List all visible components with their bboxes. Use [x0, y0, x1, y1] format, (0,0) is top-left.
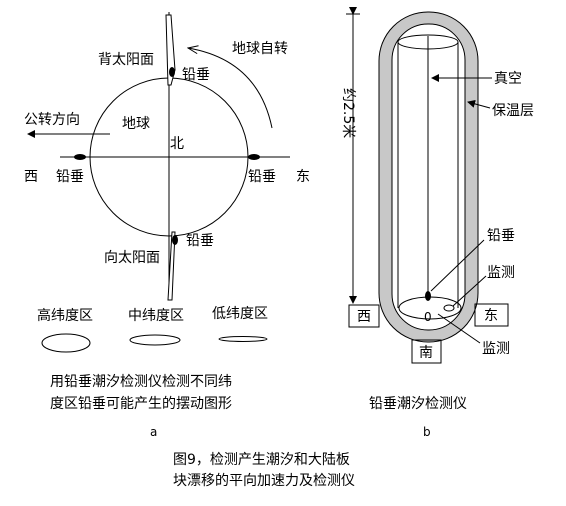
panel-a-caption-line2: 度区铅垂可能产生的摆动图形: [50, 396, 232, 412]
monitor-label-2: 监测: [482, 341, 510, 357]
panel-a-letter: a: [150, 425, 157, 439]
north-label: 北: [170, 136, 184, 152]
plumb-left-label: 铅垂: [56, 169, 84, 185]
earth-rotation-arrow: [188, 48, 273, 129]
vacuum-label: 真空: [494, 71, 522, 87]
panel-b-caption: 铅垂潮汐检测仪: [369, 396, 467, 412]
zone-mid-label: 中纬度区: [128, 308, 184, 324]
panel-a: 背太阳面 铅垂 地球自转 公转方向 地球 北 西 铅垂 铅垂 东 铅垂 向太阳面…: [24, 12, 310, 439]
plumb-top-label: 铅垂: [182, 67, 210, 83]
panel-b-letter: b: [423, 425, 431, 439]
plumb-bottom-label: 铅垂: [186, 233, 214, 249]
zone-low-label: 低纬度区: [212, 306, 268, 322]
monitor-leader-2: [437, 313, 481, 344]
west-box: [348, 304, 380, 328]
figure-caption-line1: 图9，检测产生潮汐和大陆板: [173, 452, 350, 468]
plumb-right-label: 铅垂: [248, 169, 276, 185]
west-label-b: 西: [357, 309, 371, 325]
zone-high-ellipse: [41, 333, 91, 353]
figure-caption-line2: 块漂移的平向加速力及检测仪: [173, 473, 355, 489]
plumb-spindle-bottom: [167, 231, 176, 301]
zone-low-ellipse: [218, 336, 268, 342]
insulation-arrow: [467, 99, 491, 109]
zone-mid-ellipse: [129, 334, 181, 346]
panel-b: 约2.5米 真空 保温层 铅垂 监测 西 东 南 0 监测: [340, 7, 534, 439]
panel-a-caption-line1: 用铅垂潮汐检测仪检测不同纬: [50, 374, 232, 390]
earth-rotation-label: 地球自转: [232, 41, 288, 57]
zone-high-label: 高纬度区: [37, 307, 93, 324]
insulation-label: 保温层: [492, 103, 534, 119]
monitor-leader-1: [452, 275, 487, 307]
plumb-bob-top: [169, 67, 175, 77]
plumb-bob: [425, 291, 431, 301]
monitor-sensor: [443, 304, 455, 312]
revolution-label: 公转方向: [24, 112, 80, 128]
east-box: [474, 303, 509, 327]
south-box: [411, 339, 442, 364]
plumb-leader: [430, 239, 485, 292]
plumb-label: 铅垂: [487, 228, 515, 244]
west-label: 西: [24, 169, 38, 185]
plumb-bob-right: [248, 154, 260, 160]
plumb-bob-bottom: [172, 235, 178, 245]
east-label: 东: [296, 169, 310, 185]
height-label: 约2.5米: [340, 88, 356, 138]
toward-sun-label: 向太阳面: [104, 250, 160, 266]
earth-label: 地球: [122, 116, 150, 132]
zero-label: 0: [424, 310, 432, 324]
plumb-bob-left: [74, 154, 86, 160]
east-label-b: 东: [484, 308, 498, 324]
south-label-b: 南: [419, 345, 433, 361]
back-sun-label: 背太阳面: [98, 52, 154, 68]
monitor-label-1: 监测: [487, 265, 515, 281]
